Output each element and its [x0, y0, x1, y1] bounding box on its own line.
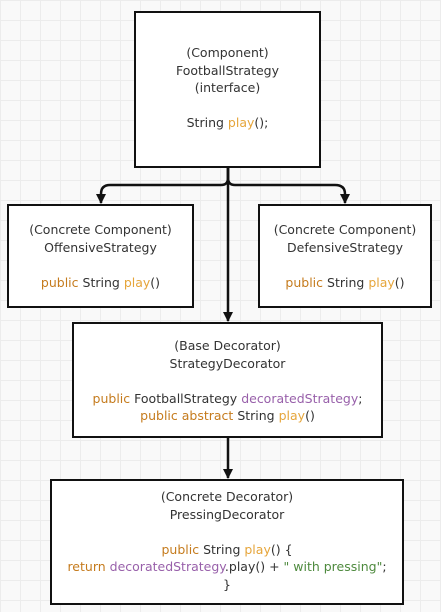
strategy-decorator-box: (Base Decorator) StrategyDecorator publi… [72, 322, 383, 438]
method-name: play [123, 274, 151, 290]
spacer [52, 523, 402, 541]
pressing-decorator-box: (Concrete Decorator) PressingDecorator p… [50, 479, 404, 605]
spacer [260, 256, 430, 274]
field-type: FootballStrategy [134, 390, 238, 406]
method-signature: public String play() { [52, 541, 402, 559]
method-name: play [227, 115, 255, 130]
class-name: StrategyDecorator [169, 355, 286, 371]
method-signature: String play(); [136, 114, 319, 132]
return-call: .play() + [224, 559, 280, 574]
method-type: String [82, 274, 120, 290]
method-type: String [203, 541, 241, 557]
return-tail: ; [382, 559, 387, 574]
spacer [9, 256, 192, 274]
class-name: FootballStrategy [175, 62, 280, 78]
method-signature: public String play() [9, 274, 192, 292]
method-tail: () { [270, 541, 293, 557]
kind-label: (interface) [194, 80, 261, 95]
return-statement: return decoratedStrategy.play() + " with… [52, 558, 402, 576]
return-variable: decoratedStrategy [109, 559, 225, 574]
component-box: (Component) FootballStrategy (interface)… [134, 11, 321, 168]
field-modifier: public [92, 390, 131, 406]
method-modifier: public [285, 274, 324, 290]
method-type: String [186, 115, 224, 130]
method-tail: () [150, 274, 161, 290]
stereotype-label: (Concrete Component) [273, 222, 417, 237]
stereotype-label: (Concrete Component) [29, 222, 172, 237]
method-signature: public abstract String play() [74, 407, 381, 425]
stereotype-label: (Base Decorator) [174, 338, 281, 353]
field-name: decoratedStrategy [241, 390, 359, 406]
method-signature: public String play() [260, 274, 430, 292]
method-modifier: public [40, 274, 79, 290]
field-tail: ; [358, 390, 363, 406]
class-name: DefensiveStrategy [287, 239, 403, 255]
offensive-strategy-box: (Concrete Component) OffensiveStrategy p… [7, 204, 194, 308]
stereotype-label: (Component) [186, 45, 269, 60]
method-modifier: public abstract [140, 408, 234, 423]
spacer [74, 372, 381, 390]
class-name: OffensiveStrategy [44, 239, 157, 255]
class-name: PressingDecorator [169, 506, 285, 522]
method-name: play [278, 408, 306, 423]
method-modifier: public [161, 541, 200, 557]
spacer [136, 97, 319, 115]
arrow-to-offensive-strategy [96, 167, 230, 204]
method-tail: () [394, 274, 405, 290]
stereotype-label: (Concrete Decorator) [160, 489, 294, 504]
defensive-strategy-box: (Concrete Component) DefensiveStrategy p… [258, 204, 432, 308]
field-declaration: public FootballStrategy decoratedStrateg… [74, 390, 381, 408]
closing-brace: } [223, 576, 231, 592]
method-type: String [327, 274, 365, 290]
return-string: " with pressing" [283, 559, 383, 574]
method-tail: (); [254, 115, 269, 130]
method-name: play [244, 541, 271, 557]
method-name: play [368, 274, 395, 290]
arrow-to-defensive-strategy [226, 167, 350, 204]
return-keyword: return [67, 559, 106, 574]
method-type: String [237, 408, 275, 423]
method-tail: () [305, 408, 315, 423]
